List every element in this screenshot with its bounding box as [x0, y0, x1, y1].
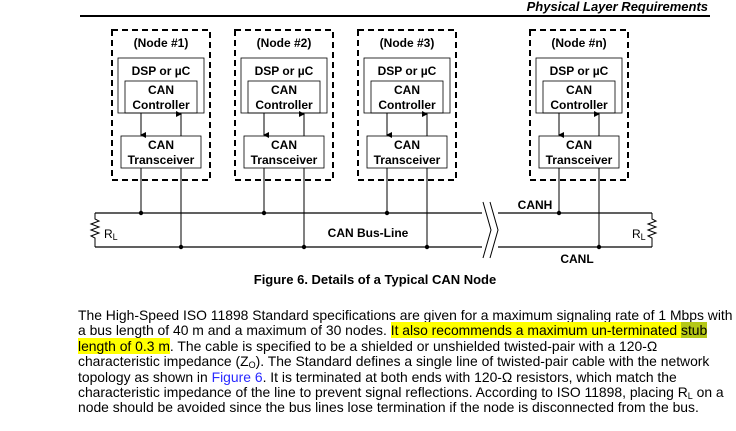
- bus-line-label: CAN Bus-Line: [328, 226, 409, 240]
- can-transceiver-box: [366, 135, 448, 169]
- node-label-label: (Node #1): [134, 36, 189, 50]
- node-4: (Node #n)DSP or µCCANControllerCANTransc…: [529, 29, 629, 250]
- figure-6-link[interactable]: Figure 6: [211, 368, 263, 385]
- node-dsp-label: DSP or µC: [255, 64, 314, 78]
- node-xcvr2-label: Transceiver: [546, 153, 613, 167]
- node-xcvr1-label: CAN: [271, 138, 297, 152]
- node-2: (Node #2)DSP or µCCANControllerCANTransc…: [234, 29, 334, 250]
- can-controller-box: [370, 80, 444, 114]
- node-ctrl1-label: CAN: [148, 83, 174, 97]
- body-paragraph: The High-Speed ISO 11898 Standard specif…: [78, 307, 736, 416]
- node-boundary: [111, 29, 211, 181]
- node-ctrl2-label: Controller: [378, 98, 436, 112]
- header-rule: [80, 15, 710, 17]
- canh-label: CANH: [518, 198, 553, 212]
- can-controller-box: [542, 80, 616, 114]
- can-transceiver-box: [120, 135, 202, 169]
- node-dsp-label: DSP or µC: [132, 64, 191, 78]
- node-ctrl2-label: Controller: [255, 98, 313, 112]
- node-xcvr1-label: CAN: [566, 138, 592, 152]
- text: ). The Standard defines a single line of…: [78, 353, 710, 385]
- node-ctrl2-label: Controller: [550, 98, 608, 112]
- canl-label: CANL: [560, 252, 593, 266]
- can-controller-box: [124, 80, 198, 114]
- node-label-label: (Node #n): [551, 36, 606, 50]
- text: on a node should be avoided since the bu…: [78, 384, 724, 416]
- highlighted-text-2: length of 0.3 m: [78, 337, 170, 354]
- node-xcvr1-label: CAN: [394, 138, 420, 152]
- selected-text: stub: [681, 322, 708, 339]
- node-ctrl1-label: CAN: [271, 83, 297, 97]
- can-transceiver-box: [243, 135, 325, 169]
- right-rl-label: RL: [632, 227, 646, 242]
- right-resistor-icon: [646, 213, 658, 247]
- node-ctrl2-label: Controller: [132, 98, 190, 112]
- node-xcvr2-label: Transceiver: [374, 153, 441, 167]
- node-xcvr1-label: CAN: [148, 138, 174, 152]
- node-xcvr2-label: Transceiver: [251, 153, 318, 167]
- can-controller-box: [247, 80, 321, 114]
- highlighted-text: It also recommends a maximum un-terminat…: [390, 322, 681, 339]
- node-boundary: [234, 29, 334, 181]
- text: . The cable is specified to be a shielde…: [78, 337, 658, 370]
- node-boundary: [357, 29, 457, 181]
- left-rl-label: RL: [104, 227, 118, 242]
- node-ctrl1-label: CAN: [566, 83, 592, 97]
- node-1: (Node #1)DSP or µCCANControllerCANTransc…: [111, 29, 211, 250]
- can-node-diagram: (Node #1)DSP or µCCANControllerCANTransc…: [89, 29, 658, 266]
- node-xcvr2-label: Transceiver: [128, 153, 195, 167]
- node-label-label: (Node #3): [380, 36, 435, 50]
- left-resistor-icon: [89, 213, 101, 247]
- node-dsp-label: DSP or µC: [550, 64, 609, 78]
- node-ctrl1-label: CAN: [394, 83, 420, 97]
- bus-break-symbol: [482, 201, 499, 259]
- text: . It is terminated at both ends with 120…: [78, 368, 688, 401]
- page-header-title: Physical Layer Requirements: [526, 0, 708, 14]
- text: The High-Speed ISO 11898 Standard specif…: [78, 307, 733, 339]
- node-label-label: (Node #2): [257, 36, 312, 50]
- rl-subscript: L: [687, 391, 693, 402]
- can-transceiver-box: [538, 135, 620, 169]
- node-dsp-label: DSP or µC: [378, 64, 437, 78]
- node-boundary: [529, 29, 629, 181]
- z-subscript: O: [248, 360, 256, 371]
- figure-caption: Figure 6. Details of a Typical CAN Node: [253, 272, 497, 287]
- node-3: (Node #3)DSP or µCCANControllerCANTransc…: [357, 29, 457, 250]
